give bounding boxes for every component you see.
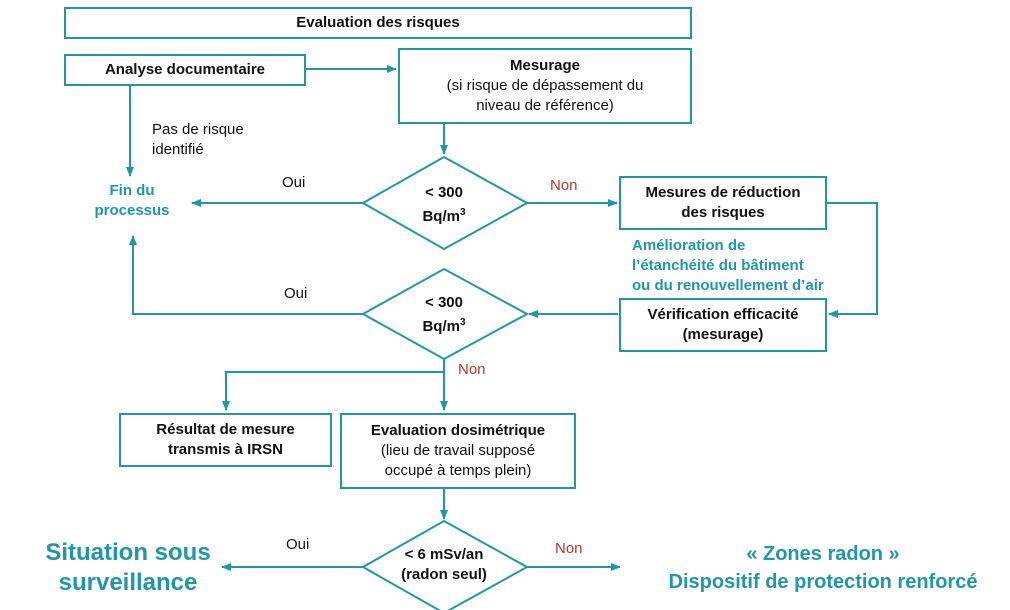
pas-de-risque-label: Pas de risque identifié (152, 120, 244, 160)
decision1-yes-label: Oui (282, 174, 306, 191)
dosimetrie-line2: occupé à temps plein) (384, 462, 532, 479)
resultat-line2: transmis à IRSN (167, 441, 284, 458)
reduction-line1: Mesures de réduction (645, 184, 801, 201)
amelioration-label: Amélioration de l’étanchéité du bâtiment… (632, 236, 824, 296)
decision1-unit-wrap: Bq/m3 (394, 203, 494, 227)
decision3-text: < 6 mSv/an (radon seul) (384, 545, 504, 585)
resultat-box: Résultat de mesure transmis à IRSN (119, 413, 332, 467)
decision2-yes-label: Oui (284, 285, 308, 302)
pas-de-risque-line1: Pas de risque (152, 121, 244, 138)
zones-radon-label: « Zones radon » Dispositif de protection… (636, 540, 1010, 596)
dosimetrie-line1: (lieu de travail supposé (380, 442, 536, 459)
decision2-sup: 3 (459, 317, 466, 328)
fin-line2: processus (94, 202, 170, 219)
title-text: Evaluation des risques (296, 14, 460, 31)
amelioration-line3: ou du renouvellement d’air (632, 277, 824, 294)
mesurage-line2: niveau de référence) (476, 97, 614, 114)
decision2-line1: < 300 (425, 294, 463, 311)
decision2-diamond (360, 267, 530, 361)
decision2-unit: Bq/m (422, 318, 460, 335)
decision2-no-label: Non (458, 361, 486, 378)
zones-line1: « Zones radon » (746, 543, 900, 565)
decision3-diamond (360, 519, 530, 610)
reduction-line2: des risques (681, 204, 765, 221)
analyse-box: Analyse documentaire (64, 54, 306, 86)
mesurage-title: Mesurage (509, 57, 581, 74)
arrow-reduction-verification (827, 202, 878, 318)
decision3-line1: < 6 mSv/an (404, 546, 484, 563)
situation-label: Situation sous surveillance (30, 538, 226, 598)
decision1-text: < 300 Bq/m3 (394, 183, 494, 227)
decision3-no-label: Non (555, 540, 583, 557)
fin-line1: Fin du (109, 182, 155, 199)
analyse-text: Analyse documentaire (104, 61, 266, 78)
pas-de-risque-line2: identifié (152, 141, 204, 158)
decision1-diamond (360, 155, 530, 251)
verification-line2: (mesurage) (682, 326, 764, 343)
decision1-sup: 3 (459, 207, 466, 218)
decision1-no-label: Non (550, 177, 578, 194)
title-box: Evaluation des risques (64, 7, 692, 39)
mesurage-box: Mesurage (si risque de dépassement du ni… (398, 48, 692, 124)
amelioration-line2: l’étanchéité du bâtiment (632, 257, 804, 274)
arrow-to-resultat (222, 371, 444, 411)
situation-line2: surveillance (58, 569, 198, 596)
decision1-line1: < 300 (425, 184, 463, 201)
reduction-box: Mesures de réduction des risques (619, 176, 827, 230)
verification-line1: Vérification efficacité (647, 306, 799, 323)
decision2-text: < 300 Bq/m3 (394, 293, 494, 337)
dosimetrie-title: Evaluation dosimétrique (370, 422, 546, 439)
fin-processus-label: Fin du processus (82, 181, 182, 221)
resultat-line1: Résultat de mesure (156, 421, 295, 438)
amelioration-line1: Amélioration de (632, 237, 746, 254)
decision3-line2: (radon seul) (401, 566, 487, 583)
mesurage-line1: (si risque de dépassement du (446, 77, 644, 94)
decision1-unit: Bq/m (422, 208, 460, 225)
zones-line2: Dispositif de protection renforcé (668, 571, 978, 593)
arrow-decision2-fin (129, 235, 363, 315)
decision2-unit-wrap: Bq/m3 (394, 313, 494, 337)
verification-box: Vérification efficacité (mesurage) (619, 298, 827, 352)
decision3-yes-label: Oui (286, 536, 310, 553)
dosimetrie-box: Evaluation dosimétrique (lieu de travail… (340, 413, 576, 489)
situation-line1: Situation sous (45, 539, 211, 566)
